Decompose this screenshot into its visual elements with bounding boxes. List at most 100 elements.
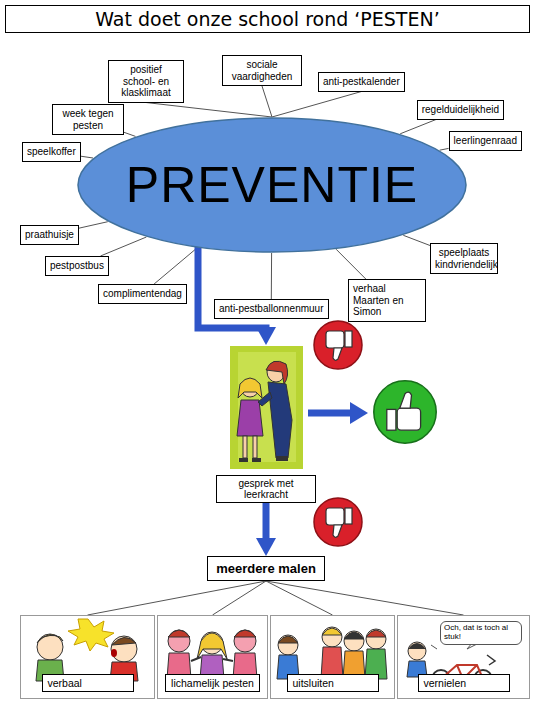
verbal-cartoon (36, 619, 138, 681)
connector (266, 581, 464, 615)
illustration-part (253, 436, 257, 458)
illustration-part (366, 630, 386, 637)
measure-box: pestpostbus (45, 256, 109, 276)
illustration-part (345, 508, 352, 524)
leader-line (213, 581, 267, 615)
node-text: lichamelijk pesten (165, 674, 260, 692)
node-text: uitsluiten (287, 674, 379, 692)
illustration-part (191, 657, 233, 661)
node-text: verhaal Maarten en Simon (353, 283, 421, 318)
connector (403, 235, 430, 245)
thumbs-down-icon (314, 498, 362, 546)
connector (146, 103, 272, 118)
illustration-part (68, 619, 114, 651)
node-text: regelduidelijkheid (422, 104, 499, 116)
illustration-part (111, 636, 137, 662)
leader-line (154, 248, 197, 284)
illustration-part (326, 508, 352, 537)
leader-line (403, 235, 430, 245)
measure-box: regelduidelijkheid (417, 100, 504, 120)
speech-bubble-text: Och, dat is toch al stuk! (440, 621, 522, 645)
connector (154, 248, 197, 284)
illustration-part (408, 642, 426, 660)
illustration-part (237, 400, 263, 436)
thumbs-down-icon (314, 321, 362, 369)
connector (400, 120, 436, 134)
illustration-part (111, 649, 117, 657)
conversation-picture (229, 345, 304, 470)
leader-line (79, 222, 108, 229)
ellipse-outline (78, 118, 466, 252)
illustration-part (333, 348, 342, 360)
illustration-part (234, 630, 256, 637)
leader-line (266, 581, 464, 615)
illustration-part (344, 632, 364, 639)
measure-box: week tegen pesten (52, 104, 124, 135)
illustration-part (345, 331, 352, 347)
leader-line (336, 249, 366, 279)
illustration-part (258, 392, 272, 406)
node-text: speelkoffer (27, 146, 76, 158)
illustration-part (366, 629, 386, 649)
illustration-part (278, 635, 298, 655)
illustration-part (400, 392, 412, 408)
measure-box: verhaal Maarten en Simon (348, 279, 426, 322)
connector (336, 249, 366, 279)
prevention-ellipse: PREVENTIE (77, 117, 467, 253)
thumbs-up-icon (374, 381, 436, 443)
blue-arrow-line (263, 503, 270, 542)
connector (88, 581, 267, 615)
repeat-box: meerdere malen (207, 556, 325, 581)
measure-box: praathuisje (20, 225, 79, 245)
leader-line (262, 86, 272, 117)
illustration-part (276, 456, 288, 461)
physical-cartoon (167, 630, 257, 679)
illustration-part (408, 643, 426, 649)
connector (101, 237, 147, 256)
blue-arrow (308, 402, 368, 424)
connector (198, 246, 276, 345)
illustration-part (229, 345, 304, 470)
illustration-part (268, 382, 292, 458)
illustration-part (314, 498, 362, 546)
measure-box: anti-pestballonnenmuur (214, 299, 329, 319)
measure-box: positief school- en klasklimaat (108, 60, 184, 103)
illustration-part (387, 409, 396, 430)
leader-line (400, 120, 436, 134)
arrow-head (256, 538, 276, 556)
illustration-part (333, 525, 342, 537)
leader-line (271, 253, 272, 299)
connector (262, 86, 272, 117)
node-text: anti-pestkalender (323, 76, 400, 88)
leader-line (272, 92, 361, 118)
illustration-part (239, 458, 261, 462)
illustration-part (326, 331, 352, 360)
node-text: anti-pestballonnenmuur (219, 303, 324, 315)
illustration-part (431, 645, 437, 649)
illustration-part (168, 630, 190, 652)
illustration-part (238, 378, 262, 398)
title-text: Wat doet onze school rond ‘PESTEN’ (6, 6, 529, 32)
title-box: Wat doet onze school rond ‘PESTEN’ (5, 5, 530, 33)
node-text: complimentendag (103, 288, 182, 300)
bullying-type-box: verbaal (20, 615, 155, 699)
connector (271, 253, 272, 299)
node-text: pestpostbus (50, 260, 104, 272)
illustration-part (37, 634, 63, 660)
node-text: gesprek met leerkracht (216, 475, 316, 503)
illustration-part (374, 381, 436, 443)
measure-box: leerlingenraad (449, 131, 522, 151)
illustration-part (314, 321, 362, 369)
measure-box: anti-pestkalender (318, 72, 405, 92)
connector (440, 148, 449, 150)
connector (213, 581, 267, 615)
illustration-part (350, 402, 368, 424)
illustration-part (266, 361, 288, 384)
connector (272, 92, 361, 118)
leader-line (88, 581, 267, 615)
leader-line (101, 237, 147, 256)
illustration-part (238, 352, 296, 462)
illustration-part (487, 655, 495, 665)
connector (79, 222, 108, 229)
